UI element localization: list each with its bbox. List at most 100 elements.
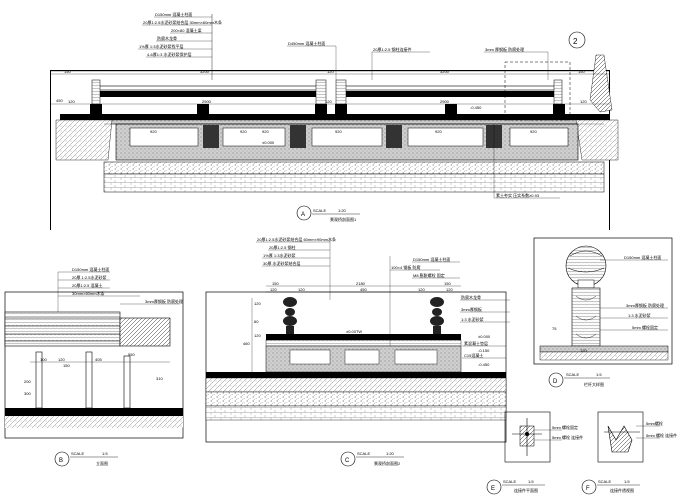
view-a-dim-inner-3: 120: [325, 99, 332, 104]
view-a-note-top-1: D450mm 混凝土柱面: [288, 40, 325, 46]
view-f-frame: [597, 411, 644, 463]
view-a-dim-bottom-1: 920: [150, 129, 157, 134]
view-c-dims-left: 120 60 120 460: [243, 301, 261, 346]
view-c-note-left-3: 1%厚 1:3水泥砂浆: [263, 252, 295, 258]
view-a-dim-bottom-4: 920: [435, 129, 442, 134]
view-e-scale-label: SCALE: [503, 479, 516, 484]
view-c-dims-top: 150 2180 150: [272, 281, 451, 286]
view-e-frame: [504, 411, 551, 463]
view-b-dim-6: 300: [24, 391, 31, 396]
view-a-dim-bottom-5: 920: [530, 129, 537, 134]
view-a-dim-bottom-3: 920: [335, 129, 342, 134]
view-a-rail-left-beam: [98, 91, 318, 97]
view-a-level-mark-2: -0.450: [470, 105, 482, 110]
view-a-dim-bottom-2: 920: [240, 129, 247, 134]
view-d-frame: [533, 237, 673, 365]
view-c-note-right-7: 素混凝土垫层: [464, 340, 488, 346]
view-a-stone-layer: [103, 173, 605, 193]
view-c-dim-inner-1: 120: [270, 287, 277, 292]
view-f-marker: [581, 479, 597, 495]
view-a-dim-top-4: 3200: [440, 69, 450, 74]
view-a-marker: [296, 205, 312, 221]
view-c-deck: [266, 334, 461, 340]
view-c-note-right-2: 100×4 钢板 防腐: [391, 264, 420, 270]
view-d-marker-letter: D: [553, 379, 558, 385]
view-c-note-left-1: 20厚1:2.5水泥砂浆结合层 60mm×90mm木条: [257, 236, 336, 242]
view-c-dim-top-2: 2180: [356, 281, 366, 286]
view-a-section: 2 150 3200 120 3200 150 120 2900 120 290…: [50, 11, 619, 230]
view-b-elevation: D150mm 混凝土柱面 20厚 1:2.5水泥砂浆 20厚1:2.5 混凝土 …: [4, 266, 184, 467]
view-f-note-2: 5mm 螺栓 连接件: [646, 432, 677, 438]
view-d-note-4: 5mm 螺栓固定: [632, 324, 658, 330]
view-b-dim-4: 150: [63, 363, 70, 368]
view-a-marker-letter: A: [301, 212, 305, 218]
view-f-detail: 5mm螺栓 5mm 螺栓 连接件 F SCALE 1:5 连接件透视图: [581, 411, 677, 495]
view-a-dim-bottom-6: 920: [262, 129, 269, 134]
view-d-dim-2: 120: [580, 348, 587, 353]
view-a-dim-top-2: 3200: [200, 69, 210, 74]
view-c-section: 20厚1:2.5水泥砂浆结合层 60mm×90mm木条 20厚1:2.5 钢柱 …: [205, 236, 510, 467]
view-a-dims-inner: 120 2900 120 2900 120: [68, 99, 587, 104]
view-b-note-3: 20厚1:2.5 混凝土: [72, 282, 102, 288]
view-a-dim-top-5: 150: [578, 69, 585, 74]
view-a-dim-inner-4: 2900: [440, 99, 450, 104]
view-b-dim-8: 550: [128, 352, 135, 357]
view-b-dims: 100 120 405 150 200 300 310 550: [24, 352, 170, 396]
view-a-deck: [60, 114, 610, 120]
view-b-dim-7: 310: [156, 376, 163, 381]
view-b-ground: [5, 408, 183, 416]
view-d-detail: D150mm 混凝土柱面 3mm厚钢板 防腐处理 1:3 水泥砂浆 5mm 螺栓…: [533, 237, 673, 388]
view-a-notes-top: D450mm 混凝土柱面 20厚1:2.5 钢柱连接件 3mm 厚钢板 防腐处理: [287, 40, 549, 80]
view-b-note-1: D150mm 混凝土柱面: [72, 266, 109, 272]
view-d-note-1: D150mm 混凝土柱面: [624, 254, 661, 260]
view-a-dim-top-1: 150: [64, 69, 71, 74]
view-d-notes: D150mm 混凝土柱面 3mm厚钢板 防腐处理 1:3 水泥砂浆 5mm 螺栓…: [600, 254, 668, 331]
view-d-title: 栏杆大样图: [584, 381, 604, 387]
view-c-note-right-3: M8 膨胀螺栓 固定: [413, 272, 445, 278]
view-c-dim-inner-3: 450: [360, 287, 367, 292]
view-e-title: 连接件平面图: [514, 487, 538, 493]
detail-callout-box: [504, 61, 571, 121]
view-c-dim-left-4: 460: [243, 341, 250, 346]
view-b-marker-letter: B: [59, 458, 63, 464]
view-c-dim-inner-2: 120: [298, 287, 305, 292]
view-a-level-mark-1: ±0.000: [262, 140, 275, 145]
view-f-note-1: 5mm螺栓: [646, 420, 663, 426]
view-c-dim-inner-4: 120: [418, 287, 425, 292]
view-b-title: 立面图: [96, 460, 108, 466]
view-a-rail-right: [341, 85, 561, 91]
view-a-rail-right-beam: [342, 91, 560, 97]
view-c-dim-top-1: 150: [272, 281, 279, 286]
view-c-note-left-2: 20厚1:2.5 钢柱: [269, 244, 295, 250]
view-b-scale-label: SCALE: [71, 451, 84, 456]
view-c-note-left-4: 30厚 水泥砂浆结合层: [263, 260, 301, 266]
view-f-title: 连接件透视图: [610, 487, 634, 493]
view-c-note-right-5: 3mm厚钢板: [461, 306, 482, 312]
view-c-note-right-8: C15混凝土: [464, 352, 483, 358]
view-f-scale: 1:5: [624, 479, 630, 484]
view-a-notes-left: D150mm 混凝土柱面 20厚1:2.5水泥砂浆结合层 30mm×60mm木条…: [138, 11, 222, 58]
view-c-level-3: -0.450: [478, 362, 490, 367]
view-a-note-top-3: 3mm 厚钢板 防腐处理: [485, 46, 524, 52]
view-a-scale-label: SCALE: [313, 208, 326, 213]
view-c-notes-left: 20厚1:2.5水泥砂浆结合层 60mm×90mm木条 20厚1:2.5 钢柱 …: [256, 236, 336, 300]
view-c-dim-left-1: 120: [254, 301, 261, 306]
view-b-notes: D150mm 混凝土柱面 20厚 1:2.5水泥砂浆 20厚1:2.5 混凝土 …: [57, 266, 183, 312]
view-f-scale-label: SCALE: [598, 479, 611, 484]
view-a-scale: 1:20: [338, 208, 347, 213]
view-c-level-2: -0.150: [478, 348, 490, 353]
view-d-scale: 1:5: [596, 372, 602, 377]
detail-callout-number: 2: [573, 37, 578, 46]
view-c-baluster-right: [430, 297, 444, 334]
view-b-note-5: 3mm厚钢板 防腐处理: [145, 298, 183, 304]
view-d-marker: [548, 372, 564, 388]
view-d-scale-label: SCALE: [566, 372, 579, 377]
view-e-marker-letter: E: [491, 486, 495, 492]
view-d-note-2: 3mm厚钢板 防腐处理: [626, 302, 664, 308]
view-e-detail: 5mm 螺栓固定 5mm 螺栓 连接件 E SCALE 1:5 连接件平面图: [486, 411, 583, 495]
view-a-dims-bottom: 920 920 920 920 920 920: [150, 129, 537, 134]
view-b-frame: [4, 291, 184, 439]
view-c-note-right-1: D150mm 混凝土柱面: [413, 256, 450, 262]
view-a-gravel-layer: [103, 161, 605, 175]
